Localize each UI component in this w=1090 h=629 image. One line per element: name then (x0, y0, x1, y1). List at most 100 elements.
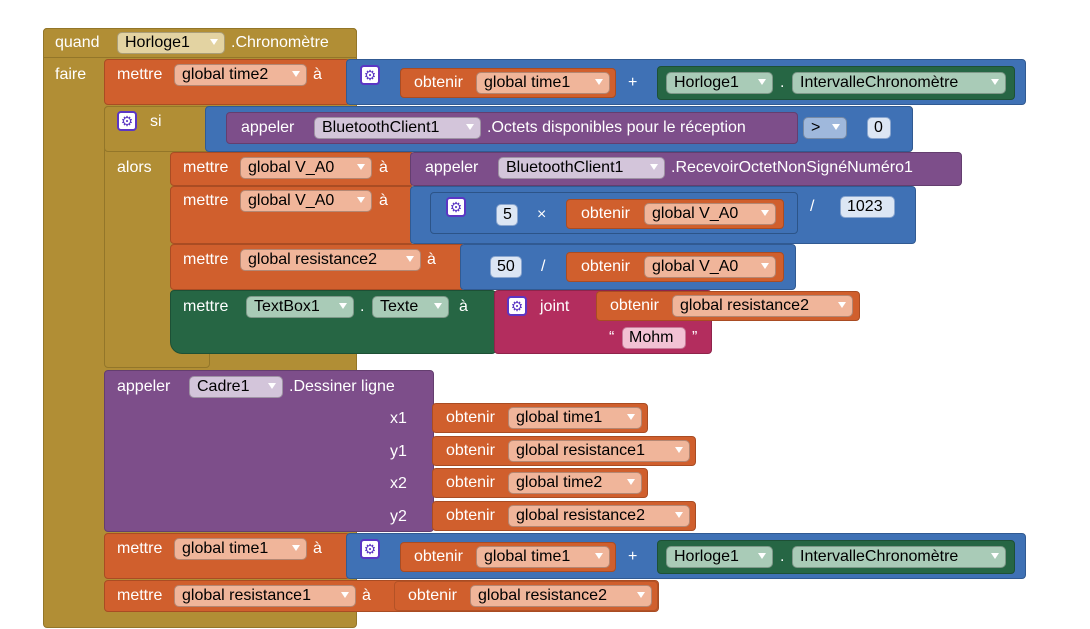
var-dropdown-time1[interactable]: global time1 (174, 538, 307, 560)
gear-icon[interactable]: ⚙ (360, 65, 380, 85)
get-label: obtenir (414, 74, 463, 91)
divide-label: / (541, 258, 546, 275)
var-dropdown-va0[interactable]: global V_A0 (240, 157, 372, 179)
compare-op-dropdown[interactable]: > (803, 117, 847, 139)
to-label: à (459, 298, 468, 315)
chevron-down-icon (595, 553, 603, 559)
bytes-method: .Octets disponibles pour le réception (487, 119, 746, 136)
get-label: obtenir (610, 297, 659, 314)
clock-prop-dropdown[interactable]: IntervalleChronomètre (792, 546, 1006, 568)
var-dropdown-time2[interactable]: global time2 (508, 472, 642, 494)
dot-label: . (780, 548, 785, 565)
join-label: joint (540, 298, 570, 315)
canvas-dropdown[interactable]: Cadre1 (189, 376, 283, 398)
var-dropdown-res2[interactable]: global resistance2 (672, 295, 853, 317)
chevron-down-icon (758, 553, 766, 559)
event-component-dropdown[interactable]: Horloge1 (117, 32, 225, 54)
receive-method: .RecevoirOctetNonSignéNuméro1 (671, 159, 913, 176)
quote-open-label: “ (609, 329, 615, 346)
plus-label: + (628, 548, 638, 565)
var-dropdown-res2[interactable]: global resistance2 (508, 505, 690, 527)
chevron-down-icon (292, 545, 300, 551)
clock-dropdown[interactable]: Horloge1 (666, 72, 773, 94)
to-label: à (362, 587, 371, 604)
event-faire: faire (55, 66, 87, 83)
gear-icon[interactable]: ⚙ (507, 296, 527, 316)
string-mohm[interactable]: Mohm (622, 327, 686, 349)
chevron-down-icon (991, 79, 999, 85)
var-dropdown-res2[interactable]: global resistance2 (470, 585, 652, 607)
var-dropdown-time1[interactable]: global time1 (508, 407, 642, 429)
to-label: à (313, 66, 322, 83)
gear-icon[interactable]: ⚙ (446, 197, 466, 217)
chevron-down-icon (406, 256, 414, 262)
call-label: appeler (117, 378, 171, 395)
to-label: à (427, 251, 436, 268)
var-dropdown-res2[interactable]: global resistance2 (240, 249, 421, 271)
chevron-down-icon (991, 553, 999, 559)
to-label: à (379, 192, 388, 209)
get-label: obtenir (446, 507, 495, 524)
chevron-down-icon (650, 164, 658, 170)
clock-prop-dropdown[interactable]: IntervalleChronomètre (792, 72, 1006, 94)
get-label: obtenir (446, 409, 495, 426)
get-label: obtenir (446, 474, 495, 491)
get-label: obtenir (408, 587, 457, 604)
draw-line-method: .Dessiner ligne (289, 378, 395, 395)
chevron-down-icon (761, 210, 769, 216)
set-label: mettre (117, 540, 163, 557)
number-fifty[interactable]: 50 (490, 256, 522, 278)
textbox-dropdown[interactable]: TextBox1 (246, 296, 354, 318)
number-1023[interactable]: 1023 (840, 196, 895, 218)
chevron-down-icon (210, 39, 218, 45)
chevron-down-icon (357, 164, 365, 170)
get-label: obtenir (414, 548, 463, 565)
text-prop-dropdown[interactable]: Texte (372, 296, 449, 318)
set-label: mettre (183, 251, 229, 268)
var-dropdown-res1[interactable]: global resistance1 (174, 585, 356, 607)
chevron-down-icon (292, 71, 300, 77)
var-dropdown-time1[interactable]: global time1 (476, 72, 610, 94)
quote-close-label: ” (692, 329, 698, 346)
number-zero[interactable]: 0 (867, 117, 891, 139)
var-dropdown-time2[interactable]: global time2 (174, 64, 307, 86)
number-five[interactable]: 5 (496, 204, 518, 226)
dot-label: . (360, 298, 365, 315)
chevron-down-icon (761, 263, 769, 269)
chevron-down-icon (434, 303, 442, 309)
var-dropdown-time1[interactable]: global time1 (476, 546, 610, 568)
chevron-down-icon (466, 124, 474, 130)
dot-label: . (780, 74, 785, 91)
chevron-down-icon (627, 414, 635, 420)
chevron-down-icon (268, 383, 276, 389)
divide-label: / (810, 198, 815, 215)
gear-icon[interactable]: ⚙ (360, 539, 380, 559)
set-label: mettre (183, 298, 229, 315)
set-label: mettre (117, 587, 163, 604)
clock-dropdown[interactable]: Horloge1 (666, 546, 773, 568)
var-dropdown-va0[interactable]: global V_A0 (644, 256, 776, 278)
get-label: obtenir (581, 205, 630, 222)
chevron-down-icon (627, 479, 635, 485)
event-quand: quand (55, 34, 100, 51)
chevron-down-icon (758, 79, 766, 85)
chevron-down-icon (637, 592, 645, 598)
chevron-down-icon (675, 512, 683, 518)
to-label: à (379, 159, 388, 176)
set-label: mettre (183, 159, 229, 176)
chevron-down-icon (339, 303, 347, 309)
var-dropdown-va0[interactable]: global V_A0 (644, 203, 776, 225)
plus-label: + (628, 74, 638, 91)
arg-x1-label: x1 (390, 410, 407, 427)
arg-y2-label: y2 (390, 508, 407, 525)
var-dropdown-res1[interactable]: global resistance1 (508, 440, 690, 462)
bt-dropdown-2[interactable]: BluetoothClient1 (498, 157, 665, 179)
event-name: .Chronomètre (231, 34, 329, 51)
set-label: mettre (183, 192, 229, 209)
to-label: à (313, 540, 322, 557)
var-dropdown-va0[interactable]: global V_A0 (240, 190, 372, 212)
gear-icon[interactable]: ⚙ (117, 111, 137, 131)
bt-dropdown-1[interactable]: BluetoothClient1 (314, 117, 481, 139)
chevron-down-icon (832, 124, 840, 130)
if-label: si (150, 113, 162, 130)
